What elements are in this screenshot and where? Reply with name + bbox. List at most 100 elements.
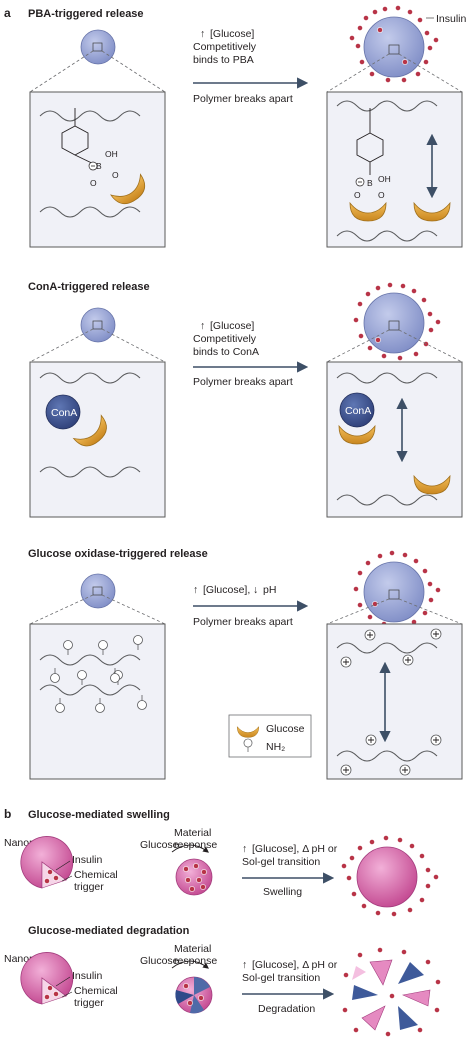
svg-text:B: B: [367, 178, 373, 188]
cona-arrow-text-2: Competitively: [193, 333, 257, 345]
cona-protein-right: [339, 392, 375, 428]
cona-arrow-below: Polymer breaks apart: [193, 376, 293, 388]
degradation-insulin-label: Insulin: [72, 970, 103, 982]
pba-small-particle: [80, 29, 116, 65]
pba-box-left: [29, 91, 166, 248]
cona-zoom-square: [92, 320, 103, 330]
swelling-response-label: response: [174, 839, 217, 851]
pba-box-right: [326, 91, 463, 248]
degradation-fragments: [342, 947, 441, 1037]
pba-zoom-lines-left: [29, 50, 166, 93]
gox-chain-bottom-right: [336, 750, 438, 762]
pba-chain-bottom-right: [336, 230, 438, 242]
panel-a-letter: a: [4, 6, 11, 20]
cona-chain-top-left: [39, 372, 141, 384]
pba-chain-top-left: [39, 110, 141, 122]
gox-box-right: [326, 623, 463, 780]
cona-zoom-lines-right: [326, 329, 463, 363]
gox-arrow-text-1: [Glucose],: [203, 584, 250, 596]
gox-chain-bottom-left: [39, 684, 141, 696]
svg-text:OH: OH: [105, 149, 118, 159]
degradation-cond-2: Sol-gel transition: [242, 972, 320, 984]
svg-text:OH: OH: [378, 174, 391, 184]
pba-arrow-text-2: Competitively: [193, 41, 257, 53]
cona-label-right: ConA: [345, 405, 371, 417]
cona-chain-top-right: [336, 372, 438, 384]
cona-label-left: ConA: [51, 407, 77, 419]
gox-arrow-text-ph: pH: [263, 584, 276, 596]
pba-zoom-square-right: [388, 44, 400, 55]
degradation-mid-particle: [175, 976, 213, 1014]
pba-structure-right: B OH O O: [354, 108, 391, 200]
swelling-title: Glucose-mediated swelling: [28, 809, 170, 821]
cona-up-arrow-icon: ↑: [200, 320, 205, 332]
gox-zoom-square-right: [388, 589, 400, 600]
cona-zoom-lines-left: [29, 328, 166, 363]
pba-arrow-below: Polymer breaks apart: [193, 93, 293, 105]
gox-arrow-below: Polymer breaks apart: [193, 616, 293, 628]
swelling-cond-1: [Glucose], Δ pH or: [252, 843, 338, 855]
cona-chain-bottom-left: [39, 466, 141, 478]
degradation-curved-arrow: [171, 960, 209, 969]
cona-zoom-square-right: [388, 320, 400, 331]
legend-nh2-label: NH₂: [266, 741, 285, 753]
swelling-cond-2: Sol-gel transition: [242, 856, 320, 868]
pba-insulin-label: Insulin: [436, 13, 467, 25]
gox-section: Glucose oxidase-triggered release ↑ [Glu…: [28, 548, 463, 780]
legend-glucose-label: Glucose: [266, 723, 305, 735]
svg-text:O: O: [378, 190, 385, 200]
svg-text:O: O: [354, 190, 361, 200]
pba-chain-bottom-left: [39, 206, 141, 218]
degradation-glucose-label: Glucose: [140, 955, 179, 967]
degradation-action-label: Degradation: [258, 1003, 315, 1015]
swelling-material-label: Material: [174, 827, 211, 839]
swelling-large-particle: [356, 846, 418, 908]
degradation-up-arrow-icon: ↑: [242, 959, 247, 971]
gox-zoom-lines-right: [326, 598, 463, 625]
degradation-section: Glucose-mediated degradation Nanoparticl…: [4, 925, 441, 1037]
pba-zoom-lines-right: [326, 53, 463, 93]
swelling-insulin-label: Insulin: [72, 854, 103, 866]
gox-zoom-square: [92, 586, 103, 596]
pba-section: PBA-triggered release B OH O O ↑ [Glucos…: [28, 5, 467, 248]
gox-title: Glucose oxidase-triggered release: [28, 548, 208, 560]
degradation-chemical-label: Chemical: [74, 985, 118, 997]
gox-large-particle: [363, 561, 425, 623]
swelling-trigger-label: trigger: [74, 881, 104, 893]
swelling-chemical-label: Chemical: [74, 869, 118, 881]
degradation-material-label: Material: [174, 943, 211, 955]
cona-chain-bottom-right: [336, 494, 438, 506]
cona-section: ConA-triggered release ConA ↑ [Glucose] …: [28, 281, 463, 518]
swelling-glucose-label: Glucose: [140, 839, 179, 851]
svg-text:O: O: [112, 170, 119, 180]
pba-large-particle: [363, 16, 425, 78]
swelling-curved-arrow: [171, 844, 209, 853]
gox-chain-top-right: [336, 642, 438, 654]
cona-small-particle: [80, 307, 116, 343]
gox-small-particle: [80, 573, 116, 609]
cona-arrow-text-1: [Glucose]: [210, 320, 254, 332]
swelling-action-label: Swelling: [263, 886, 302, 898]
degradation-title: Glucose-mediated degradation: [28, 925, 190, 937]
degradation-response-label: response: [174, 955, 217, 967]
gox-down-arrow-icon: ↓: [253, 584, 258, 596]
cona-arrow-text-3: binds to ConA: [193, 346, 259, 358]
swelling-section: Glucose-mediated swelling Nanoparticle I…: [4, 809, 439, 917]
cona-title: ConA-triggered release: [28, 281, 150, 293]
panel-b-letter: b: [4, 807, 11, 821]
pba-zoom-square: [92, 42, 103, 52]
gox-zoom-lines-left: [29, 594, 166, 625]
cona-protein-left: [45, 394, 81, 430]
pba-up-arrow-icon: ↑: [200, 28, 205, 40]
pba-chain-top-right: [336, 100, 438, 112]
degradation-cond-1: [Glucose], Δ pH or: [252, 959, 338, 971]
swelling-up-arrow-icon: ↑: [242, 843, 247, 855]
pba-arrow-text-3: binds to PBA: [193, 54, 254, 66]
gox-up-arrow-icon: ↑: [193, 584, 198, 596]
svg-text:O: O: [90, 178, 97, 188]
pba-title: PBA-triggered release: [28, 8, 144, 20]
pba-arrow-text-1: [Glucose]: [210, 28, 254, 40]
pba-structure-left: B OH O O: [61, 108, 119, 188]
cona-large-particle: [363, 292, 425, 354]
